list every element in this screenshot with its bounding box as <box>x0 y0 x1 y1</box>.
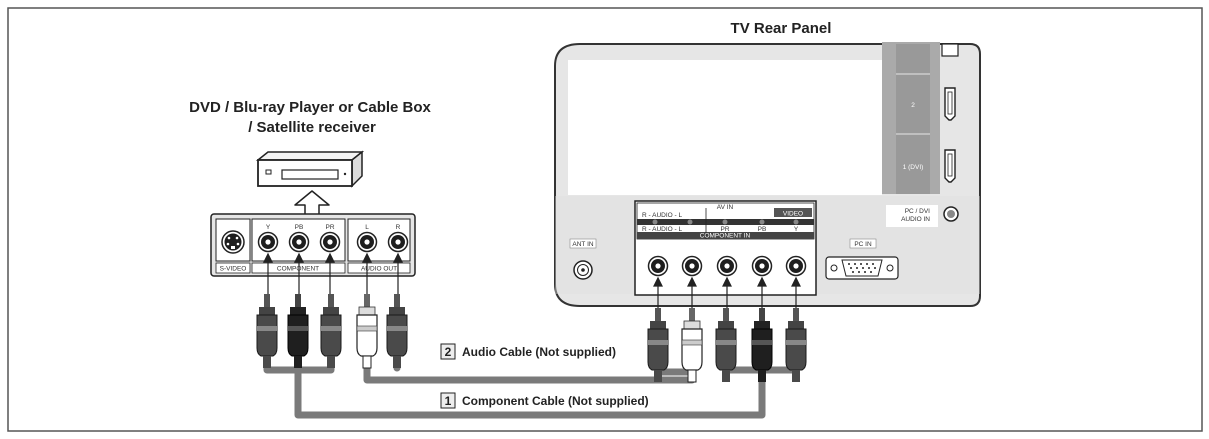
s-video-jack <box>221 230 245 254</box>
source-label-component: COMPONENT <box>277 266 319 273</box>
source-plug-audio-l <box>356 293 378 369</box>
source-arrows <box>263 252 403 296</box>
audio-cable-number: 2 <box>445 345 452 359</box>
hdmi-port-icon <box>941 43 959 183</box>
source-label-pb: PB <box>295 224 304 231</box>
audio-cable-label: Audio Cable (Not supplied) <box>462 345 616 359</box>
pc-audio-jack <box>943 206 959 222</box>
av-component-in-block <box>634 200 817 296</box>
source-label-l: L <box>365 224 369 231</box>
source-plug-y <box>256 293 278 369</box>
tv-arrows <box>653 276 801 310</box>
source-jack-pb <box>288 231 310 253</box>
component-pr-label: PR <box>720 226 729 233</box>
hdmi-1-label: 1 (DVI) <box>903 164 924 171</box>
av-small-jacks <box>652 219 799 225</box>
component-cable-label: Component Cable (Not supplied) <box>462 394 649 408</box>
source-jack-audio-r <box>387 231 409 253</box>
component-y-label: Y <box>794 226 799 233</box>
hdmi-2-label: 2 <box>911 102 915 109</box>
source-jack-y <box>257 231 279 253</box>
component-cable-number: 1 <box>445 394 452 408</box>
pc-vga-port-icon <box>825 256 899 280</box>
ant-in-jack <box>573 260 593 280</box>
component-pb-label: PB <box>758 226 767 233</box>
source-device-title-line2: / Satellite receiver <box>248 119 376 136</box>
frame <box>7 7 1203 432</box>
component-in-label: COMPONENT IN <box>700 233 751 240</box>
source-label-r: R <box>396 224 401 231</box>
tv-jack-pr <box>716 255 738 277</box>
tv-jack-pb <box>751 255 773 277</box>
pc-dvi-audio-box <box>886 205 938 227</box>
av-audio-label: R - AUDIO - L <box>642 212 682 219</box>
tv-jack-y <box>785 255 807 277</box>
source-label-y: Y <box>266 224 271 231</box>
source-plug-pb <box>287 293 309 369</box>
pc-in-label: PC IN <box>854 241 872 248</box>
pc-dvi-audio-label-line2: AUDIO IN <box>901 216 930 223</box>
source-plug-pr <box>320 293 342 369</box>
video-label: VIDEO <box>783 211 803 218</box>
source-jack-audio-l <box>356 231 378 253</box>
tv-rear-panel-title: TV Rear Panel <box>731 20 832 37</box>
component-cable-number-box <box>440 392 456 409</box>
component-audio-label: R - AUDIO - L <box>642 226 682 233</box>
audio-cable-number-box <box>440 343 456 360</box>
source-jack-pr <box>319 231 341 253</box>
dvd-player-icon <box>255 150 365 188</box>
source-label-audio-out: AUDIO OUT <box>361 266 397 273</box>
source-label-pr: PR <box>325 224 334 231</box>
tv-jack-audio-r <box>647 255 669 277</box>
source-label-s-video: S-VIDEO <box>220 266 247 273</box>
source-device-title-line1: DVD / Blu-ray Player or Cable Box <box>189 99 431 116</box>
av-in-label: AV IN <box>717 204 734 211</box>
tv-jack-audio-l <box>681 255 703 277</box>
source-plug-audio-r <box>386 293 408 369</box>
ant-in-tag <box>569 238 597 249</box>
ant-in-label: ANT IN <box>572 241 593 248</box>
pc-in-tag <box>849 238 877 249</box>
output-arrow-icon <box>294 190 330 214</box>
pc-dvi-audio-label-line1: PC / DVI <box>905 208 930 215</box>
